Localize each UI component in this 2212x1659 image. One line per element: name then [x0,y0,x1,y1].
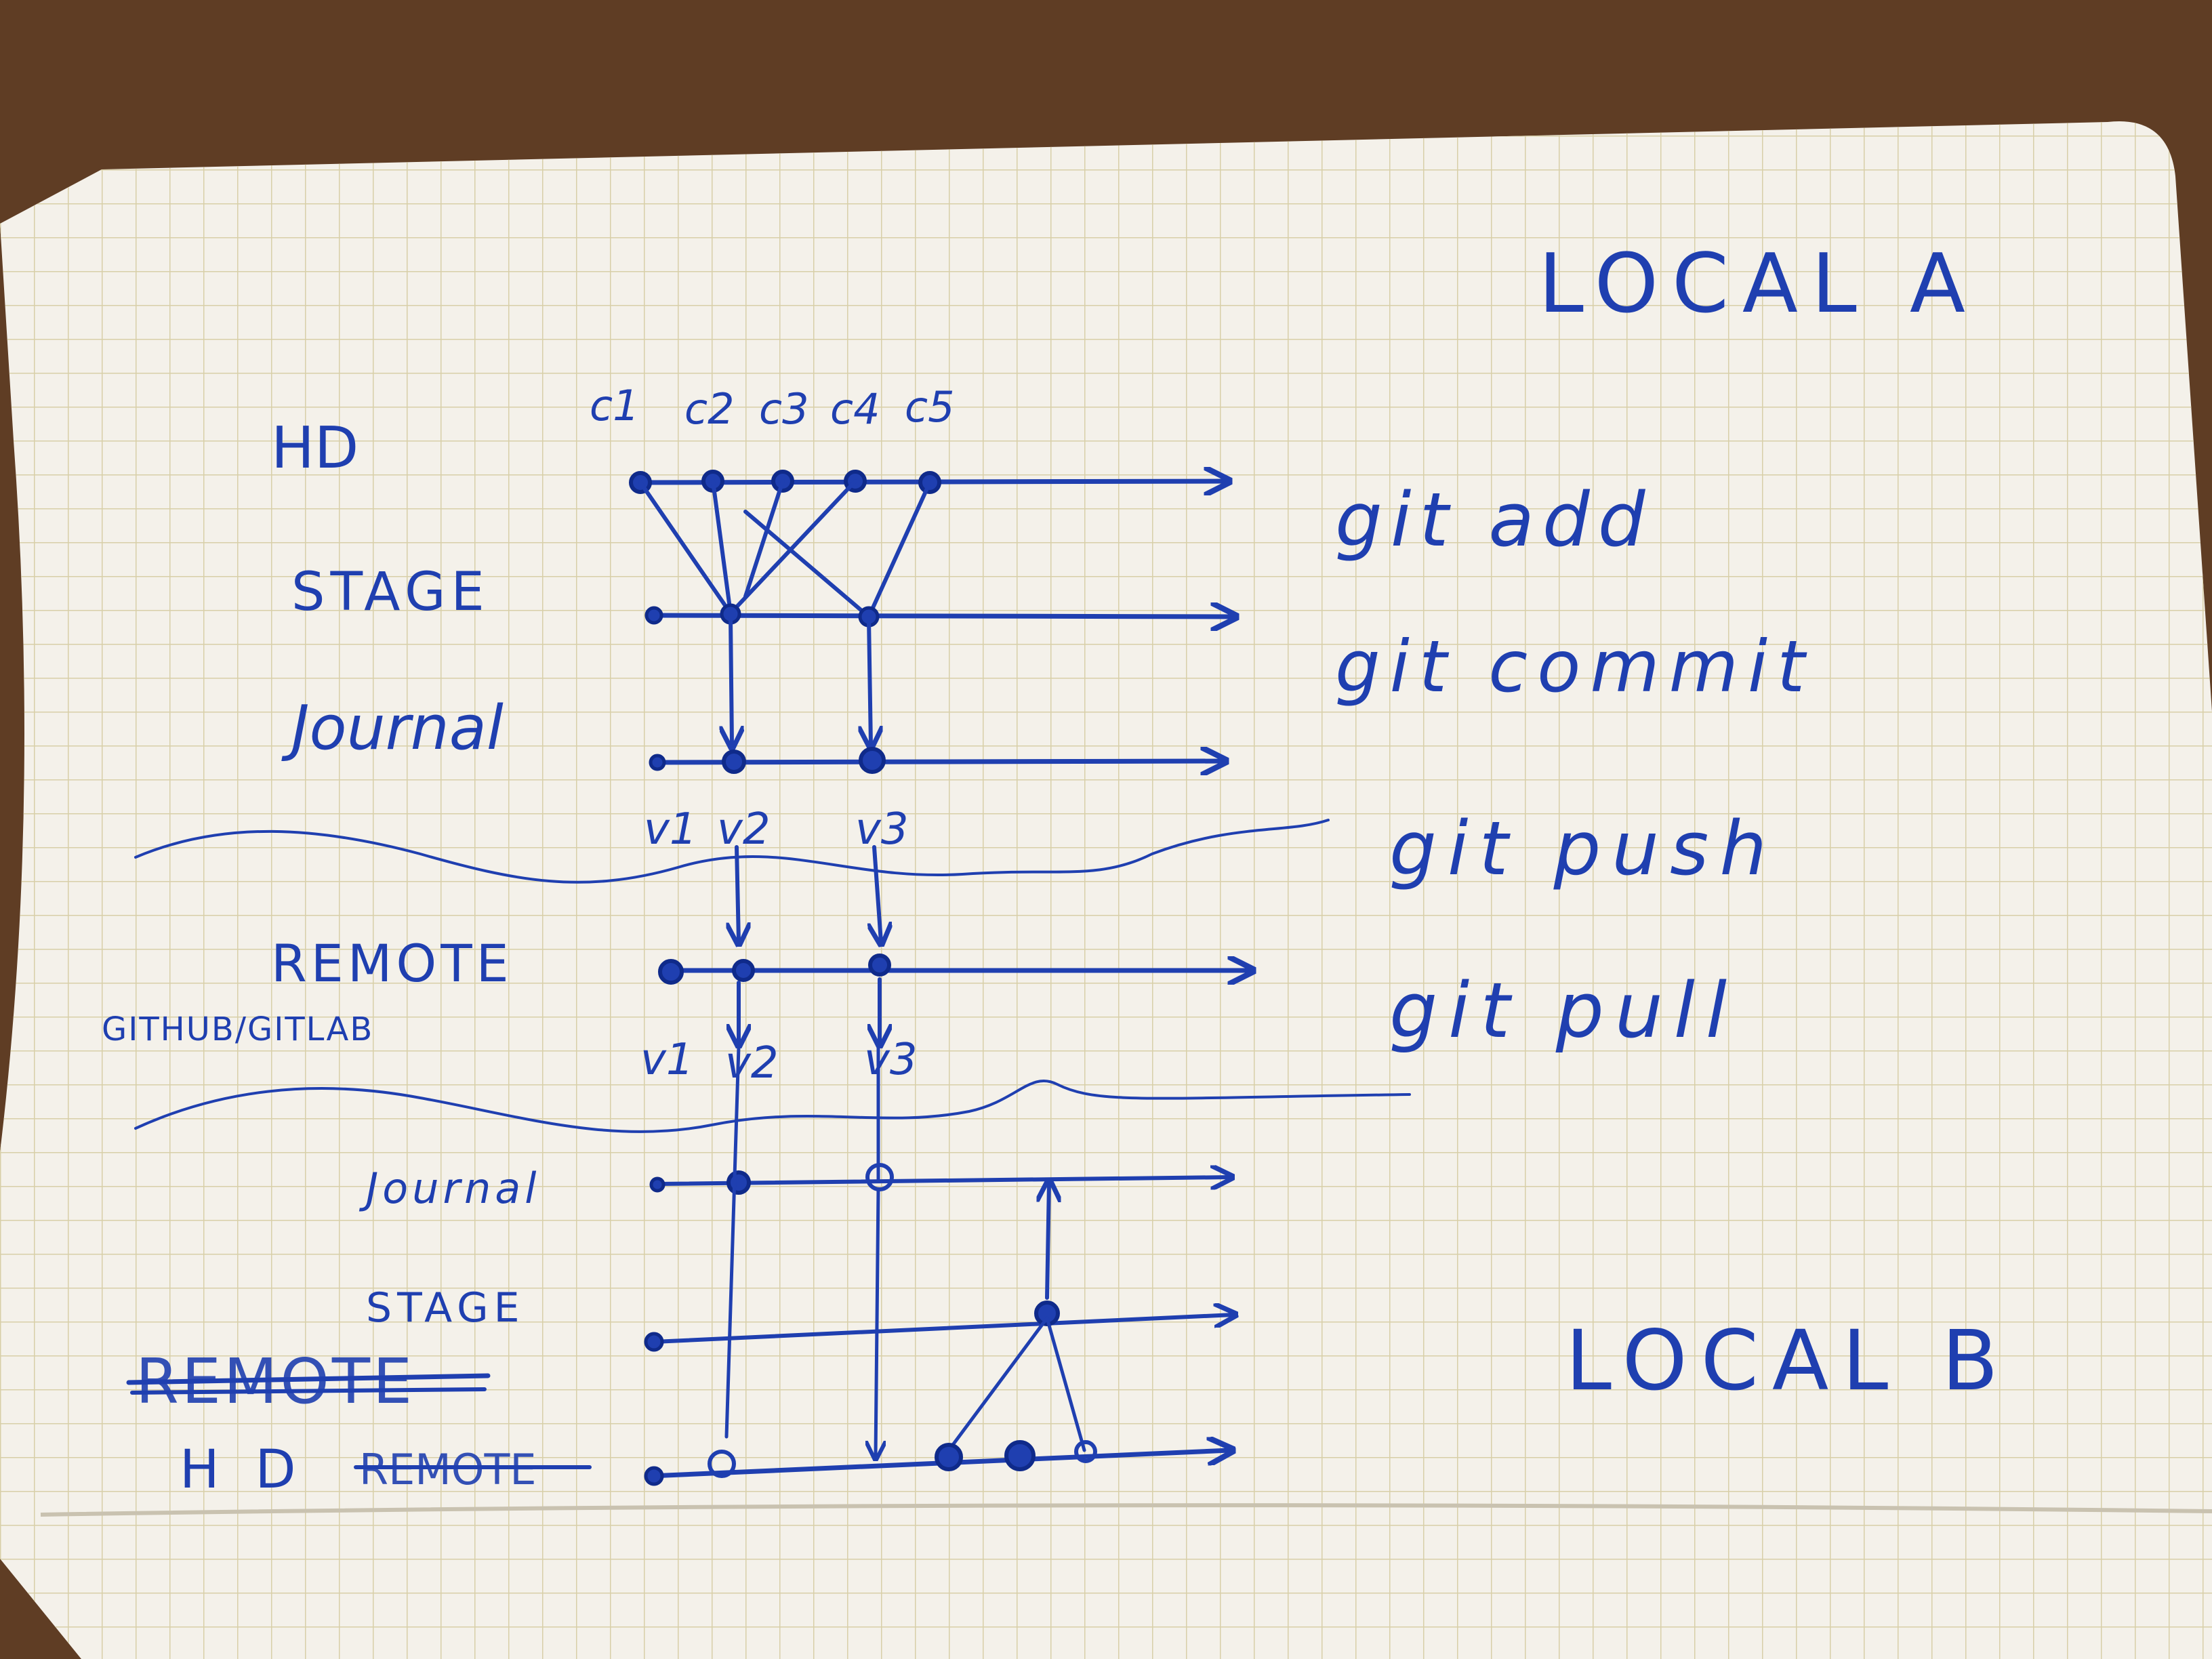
journal-b-dot [649,1176,665,1193]
journal-dot [859,747,886,774]
journal-timeline [655,761,1223,762]
change-label: c5 [905,382,955,432]
stage-b-dot [644,1332,664,1352]
paper-fold [40,1503,2212,1517]
local-b-add-line [947,1316,1049,1452]
change-label: c3 [759,384,809,434]
journal-dot [722,750,746,774]
remote-version-label: v2 [725,1038,779,1088]
remote-scribble-strike [130,1387,487,1395]
local-a-title: LOCAL A [1538,237,1979,331]
local-b-connector [876,1187,878,1457]
paper-grid [0,121,2212,1659]
remote-sub-label: GITHUB/GITLAB [102,1010,373,1048]
journal-b-dot [726,1170,751,1195]
journal-version-label: v2 [717,804,771,855]
hd-b-label: H D [180,1439,306,1500]
journal-b-timeline [655,1177,1230,1184]
stage-b-label: STAGE [366,1284,525,1332]
add-connectors [638,479,932,619]
push-arrow [737,845,739,942]
commit-arrow [731,615,732,745]
local-b-title: LOCAL B [1565,1313,2012,1409]
change-label: c2 [684,384,735,434]
hd-b-dot [708,1450,736,1478]
journal-b-label: Journal [359,1164,541,1213]
remote-label: REMOTE [271,933,513,994]
stage-label: STAGE [291,562,490,623]
local-b-add-line [1045,1316,1086,1452]
remote-dot [732,959,755,982]
remote-version-label: v3 [864,1035,918,1085]
remote-dot [868,954,891,977]
git-pull-label: git pull [1389,967,1738,1055]
stage-dot [644,606,663,625]
journal-version-label: v3 [855,804,909,855]
git-push-label: git push [1389,805,1778,892]
hd-b-dot [1004,1440,1036,1471]
wavy-separator-remote-local [134,1080,1411,1133]
stage-b-timeline [652,1315,1233,1344]
remote-dot [658,959,684,985]
remote-version-label: v1 [640,1035,694,1085]
hd-b-dot [1074,1440,1097,1463]
stage-timeline [651,615,1233,617]
commit-arrow [869,616,871,745]
hd-b-dot [644,1466,664,1486]
push-arrow [874,845,881,942]
change-label: c1 [590,381,640,430]
journal-dot [649,754,666,771]
local-b-commit-arrow [1047,1183,1049,1300]
change-label: c4 [830,384,880,434]
journal-label: Journal [281,693,504,764]
change-labels: c1 c2 c3 c4 c5 [590,381,955,434]
wavy-separator-local-remote [134,819,1330,884]
local-b-connector [724,1045,741,1439]
hd-b-scribble-label: REMOTE [359,1445,537,1494]
git-add-label: git add [1335,476,1654,563]
journal-version-label: v1 [644,804,697,855]
hd-label: HD [271,415,359,482]
git-commit-label: git commit [1335,626,1814,708]
remote-scribble-strike [126,1373,491,1385]
hd-b-dot [935,1443,963,1471]
